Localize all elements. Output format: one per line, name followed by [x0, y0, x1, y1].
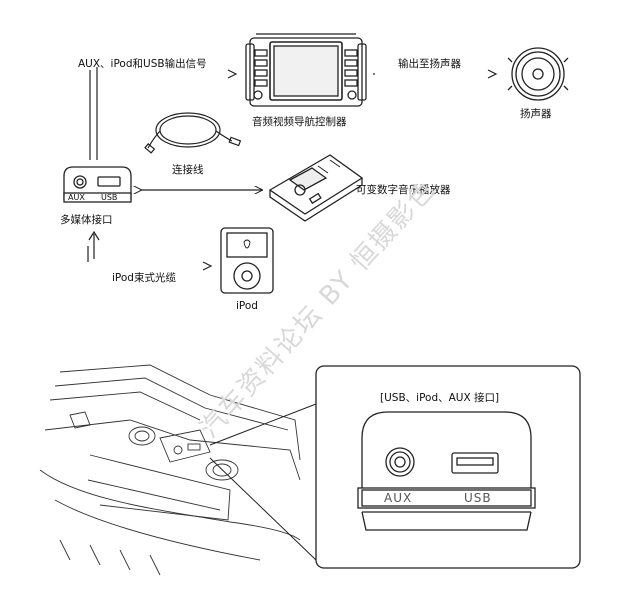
cable-drawing [144, 112, 242, 154]
speaker-drawing [507, 47, 569, 101]
head-unit-drawing [245, 33, 367, 107]
digital-player-label: 可变数字音乐播放器 [356, 184, 451, 196]
connection-lines [87, 67, 498, 271]
port-aux-label: AUX [68, 193, 85, 202]
detail-leader-lines [209, 403, 317, 561]
head-unit-label: 音频视频导航控制器 [252, 116, 347, 128]
ipod-label: iPod [236, 300, 258, 312]
cable-label: 连接线 [172, 164, 204, 176]
detail-title: [USB、iPod、AUX 接口] [380, 392, 500, 404]
port-usb-label: USB [101, 193, 118, 202]
ipod-drawing [220, 227, 274, 294]
ipod-cable-label: iPod束式光缆 [112, 272, 176, 284]
output-to-speaker-label: 输出至扬声器 [398, 58, 461, 70]
detail-box [315, 365, 581, 569]
console-sketch [39, 364, 301, 576]
speaker-label: 扬声器 [520, 108, 552, 120]
detail-usb-label: USB [464, 491, 492, 505]
multimedia-port-label: 多媒体接口 [60, 214, 113, 226]
multimedia-port-drawing [63, 166, 132, 203]
digital-player-drawing [268, 154, 364, 222]
detail-aux-label: AUX [384, 491, 413, 505]
signal-output-label: AUX、iPod和USB输出信号 [78, 58, 207, 70]
